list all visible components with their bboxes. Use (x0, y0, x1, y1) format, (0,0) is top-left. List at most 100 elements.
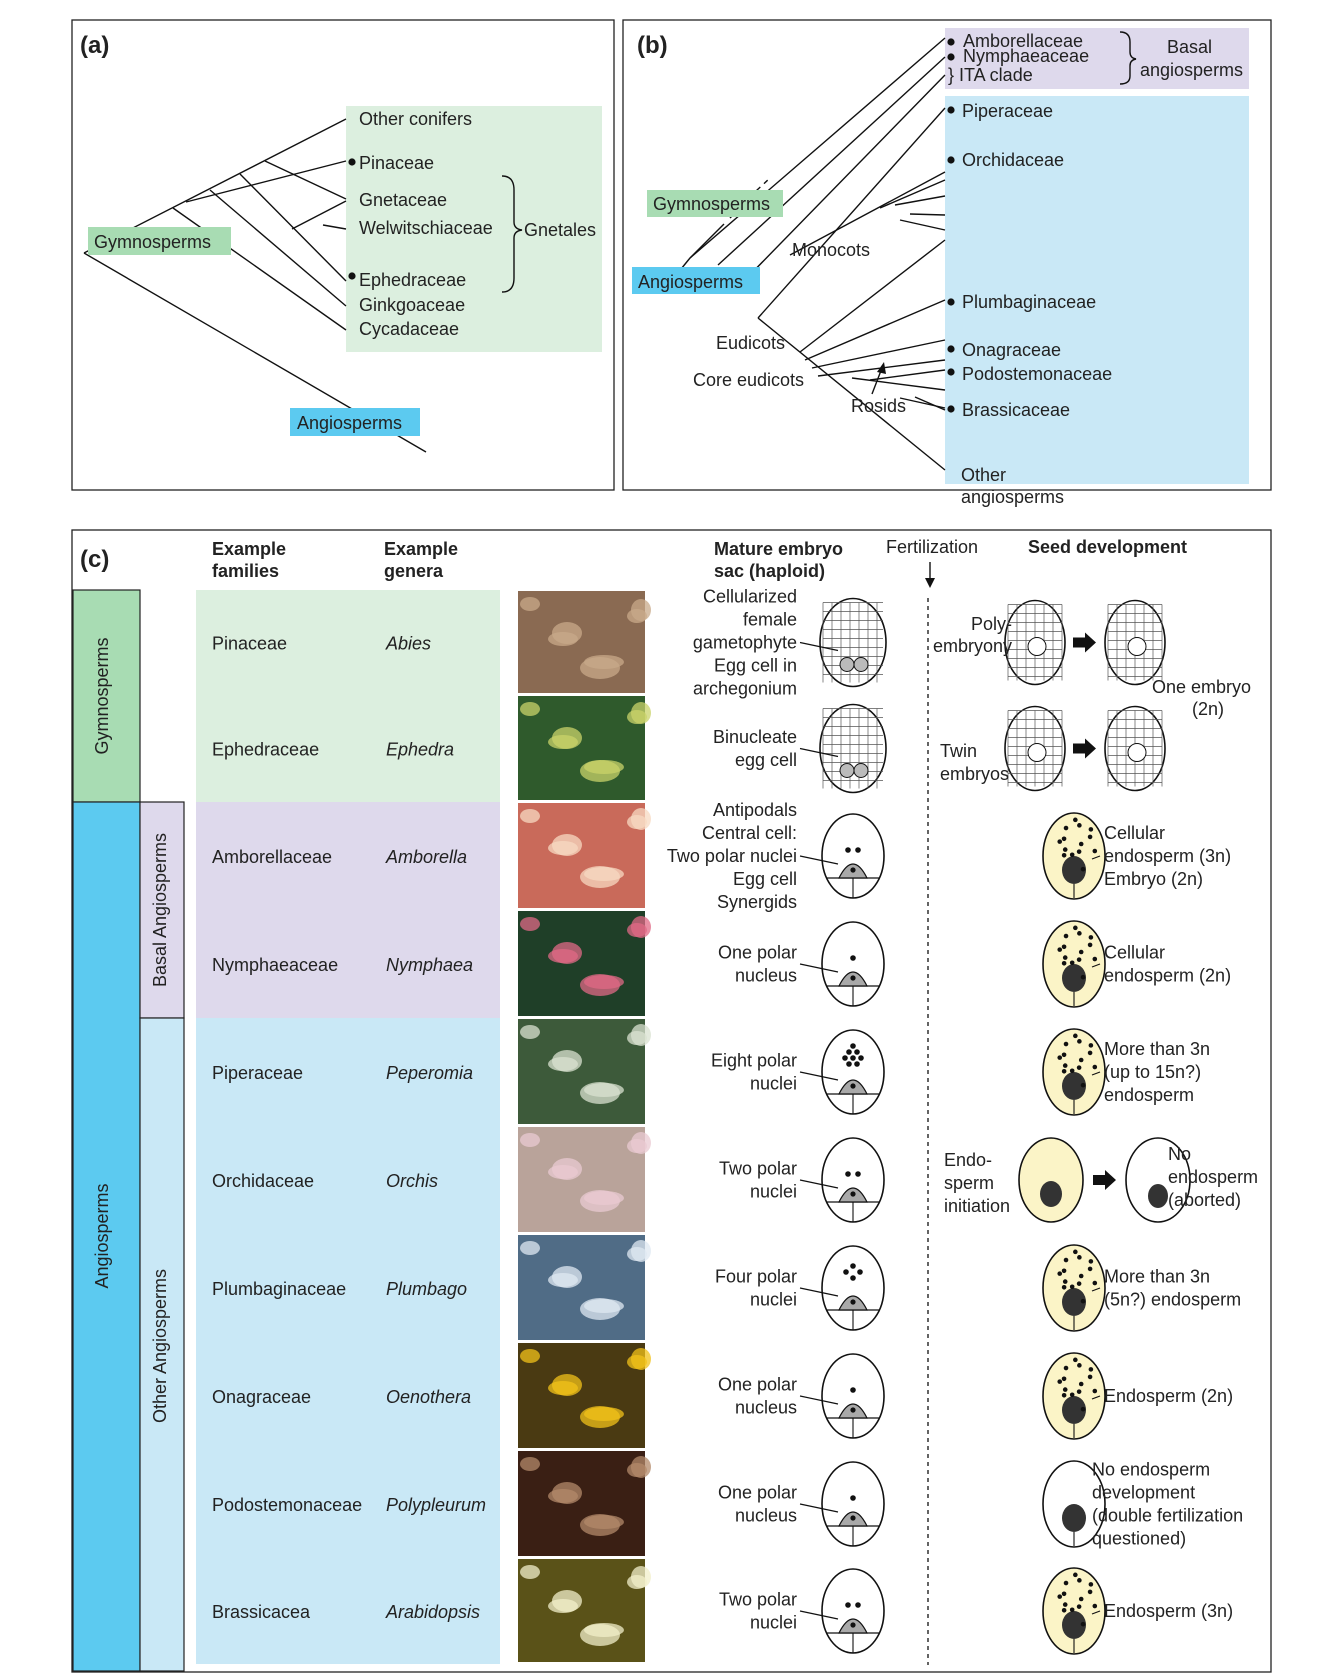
angiosperm-taxa-bg (945, 96, 1249, 484)
basal-angiosperms-bar-label: Basal Angiosperms (150, 833, 170, 987)
family-name: Onagraceae (212, 1387, 311, 1407)
seed-label: Cellular (1104, 943, 1165, 963)
embryo-sac-drawing (821, 1461, 885, 1547)
seed-label: endosperm (1104, 1085, 1194, 1105)
embryo-sac-drawing (819, 597, 887, 688)
embryo-sac-label: nuclei (750, 1182, 797, 1202)
fertilization-arrowhead (925, 578, 935, 588)
embryo-sac-label: Eight polar (711, 1051, 797, 1071)
embryo-sac-label: nucleus (735, 1398, 797, 1418)
basal-brace (1119, 31, 1137, 85)
embryo-sac-label: Binucleate (713, 727, 797, 747)
embryo-sac-label: One polar (718, 943, 797, 963)
basal-angiosperms-bg (945, 28, 1249, 89)
gymno-rows-bg (196, 590, 500, 802)
amborella-photo (518, 803, 651, 908)
genus-name: Arabidopsis (385, 1602, 480, 1622)
taxon-welwitschiaceae: Welwitschiaceae (359, 218, 493, 238)
seed-drawing (1042, 1460, 1106, 1548)
embryo-sac-drawing (821, 1568, 885, 1654)
angiosperms-bar-label: Angiosperms (92, 1183, 112, 1288)
taxon-gnetaceae: Gnetaceae (359, 190, 447, 210)
embryo-sac-drawing (821, 1029, 885, 1115)
embryo-sac-label: Antipodals (713, 800, 797, 820)
taxon-ginkgoaceae: Ginkgoaceae (359, 295, 465, 315)
taxon-pinaceae: Pinaceae (359, 153, 434, 173)
polypleurum-photo (518, 1451, 651, 1556)
family-name: Amborellaceae (212, 847, 332, 867)
plumbago-photo (518, 1235, 651, 1340)
taxon-nymphaeaceae: Nymphaeaceae (963, 46, 1089, 66)
arabidopsis-photo (518, 1559, 651, 1662)
other-angiosperms-1: Other (961, 465, 1006, 485)
oenothera-photo (518, 1343, 651, 1448)
seed-label: (5n?) endosperm (1104, 1290, 1241, 1310)
seed-drawing (1018, 1137, 1191, 1223)
genus-name: Oenothera (386, 1387, 471, 1407)
embryo-sac-label: gametophyte (693, 633, 797, 653)
embryo-sac-label: nuclei (750, 1613, 797, 1633)
abies-photo (518, 591, 651, 693)
embryo-sac-label: female (743, 610, 797, 630)
embryo-sac-label: Two polar nuclei (667, 846, 797, 866)
panel-a: (a) Gymnosperms Angiosperms Other conife… (71, 19, 615, 491)
gymnosperms-tag-b (647, 190, 783, 217)
seed-label: One embryo (1152, 677, 1251, 697)
seed-drawing (1004, 705, 1166, 792)
angiosperms-tag-a-label: Angiosperms (297, 413, 402, 433)
panel-a-label: (a) (80, 32, 109, 59)
seed-label: (aborted) (1168, 1190, 1241, 1210)
embryo-sac-label: nucleus (735, 1506, 797, 1526)
gymnosperms-tag-b-label: Gymnosperms (653, 194, 770, 214)
seed-label: Embryo (2n) (1104, 869, 1203, 889)
nymphaea-photo (518, 911, 651, 1016)
embryo-sac-label: Egg cell in (714, 656, 797, 676)
embryo-sac-drawing (821, 813, 885, 899)
seed-label: initiation (944, 1196, 1010, 1216)
genus-name: Abies (385, 634, 431, 654)
gnetales-brace (501, 175, 523, 293)
panel-a-taxa: Other conifers Pinaceae Gnetaceae Welwit… (348, 109, 596, 339)
embryo-sac-label: archegonium (693, 679, 797, 699)
monocots-label: Monocots (792, 240, 870, 260)
rosids-label: Rosids (851, 396, 906, 416)
seed-drawing (1042, 812, 1106, 900)
seed-drawing (1042, 1352, 1106, 1440)
header-families-2: families (212, 561, 279, 581)
seed-label: (double fertilization (1092, 1506, 1243, 1526)
seed-label: Endo- (944, 1150, 992, 1170)
angiosperms-tag-b (632, 267, 760, 294)
embryo-sac-label: Central cell: (702, 823, 797, 843)
embryo-sac-drawing (821, 1245, 885, 1331)
pinaceae-marker (348, 158, 356, 166)
genus-name: Orchis (386, 1171, 438, 1191)
family-name: Plumbaginaceae (212, 1279, 346, 1299)
embryo-sac-label: egg cell (735, 750, 797, 770)
header-embryo-sac-2: sac (haploid) (714, 561, 825, 581)
seed-label: Cellular (1104, 823, 1165, 843)
seed-label: Endosperm (3n) (1104, 1601, 1233, 1621)
genus-name: Nymphaea (386, 955, 473, 975)
family-name: Piperaceae (212, 1063, 303, 1083)
gymnosperms-bar-label: Gymnosperms (92, 637, 112, 754)
other-angiosperms-2: angiosperms (961, 487, 1064, 507)
panel-a-tree (83, 118, 427, 453)
embryo-sac-label: Four polar (715, 1267, 797, 1287)
basal-rows-bg (196, 802, 500, 1018)
seed-drawing (1042, 1567, 1106, 1655)
genus-name: Ephedra (386, 740, 454, 760)
header-genera-2: genera (384, 561, 444, 581)
seed-label: More than 3n (1104, 1039, 1210, 1059)
taxon-podostemonaceae-b: Podostemonaceae (962, 364, 1112, 384)
ephedra-photo (518, 696, 651, 800)
embryo-sac-label: Two polar (719, 1590, 797, 1610)
other-rows-bg (196, 1018, 500, 1664)
